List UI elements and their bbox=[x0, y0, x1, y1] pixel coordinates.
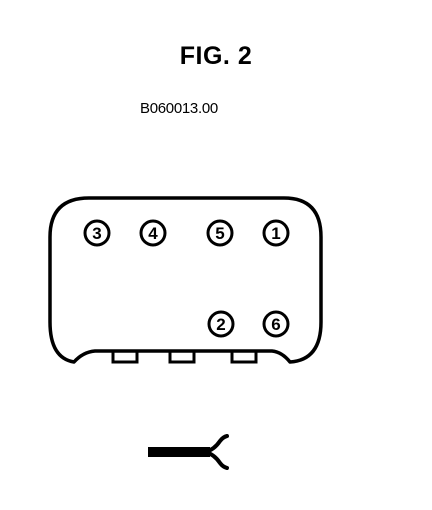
connector-pin-2: 2 bbox=[207, 310, 235, 338]
housing-tab bbox=[230, 349, 258, 364]
connector-housing bbox=[48, 196, 323, 364]
pin-label: 6 bbox=[271, 315, 280, 334]
pin-label: 1 bbox=[271, 224, 280, 243]
figure-title: FIG. 2 bbox=[179, 42, 253, 70]
connector-pin-6: 6 bbox=[262, 310, 290, 338]
pin-label: 2 bbox=[216, 315, 225, 334]
connector-pin-5: 5 bbox=[206, 219, 234, 247]
housing-tabs bbox=[111, 349, 258, 364]
connector-pin-1: 1 bbox=[262, 219, 290, 247]
pin-label: 5 bbox=[215, 224, 224, 243]
connector-pin-4: 4 bbox=[139, 219, 167, 247]
housing-tab bbox=[168, 349, 196, 364]
pin-label: 3 bbox=[92, 224, 101, 243]
wire-harness-icon bbox=[148, 434, 229, 470]
connector-pin-3: 3 bbox=[83, 219, 111, 247]
figure-reference-code: B060013.00 bbox=[140, 100, 218, 117]
pin-label: 4 bbox=[148, 224, 158, 243]
housing-tab bbox=[111, 349, 139, 364]
